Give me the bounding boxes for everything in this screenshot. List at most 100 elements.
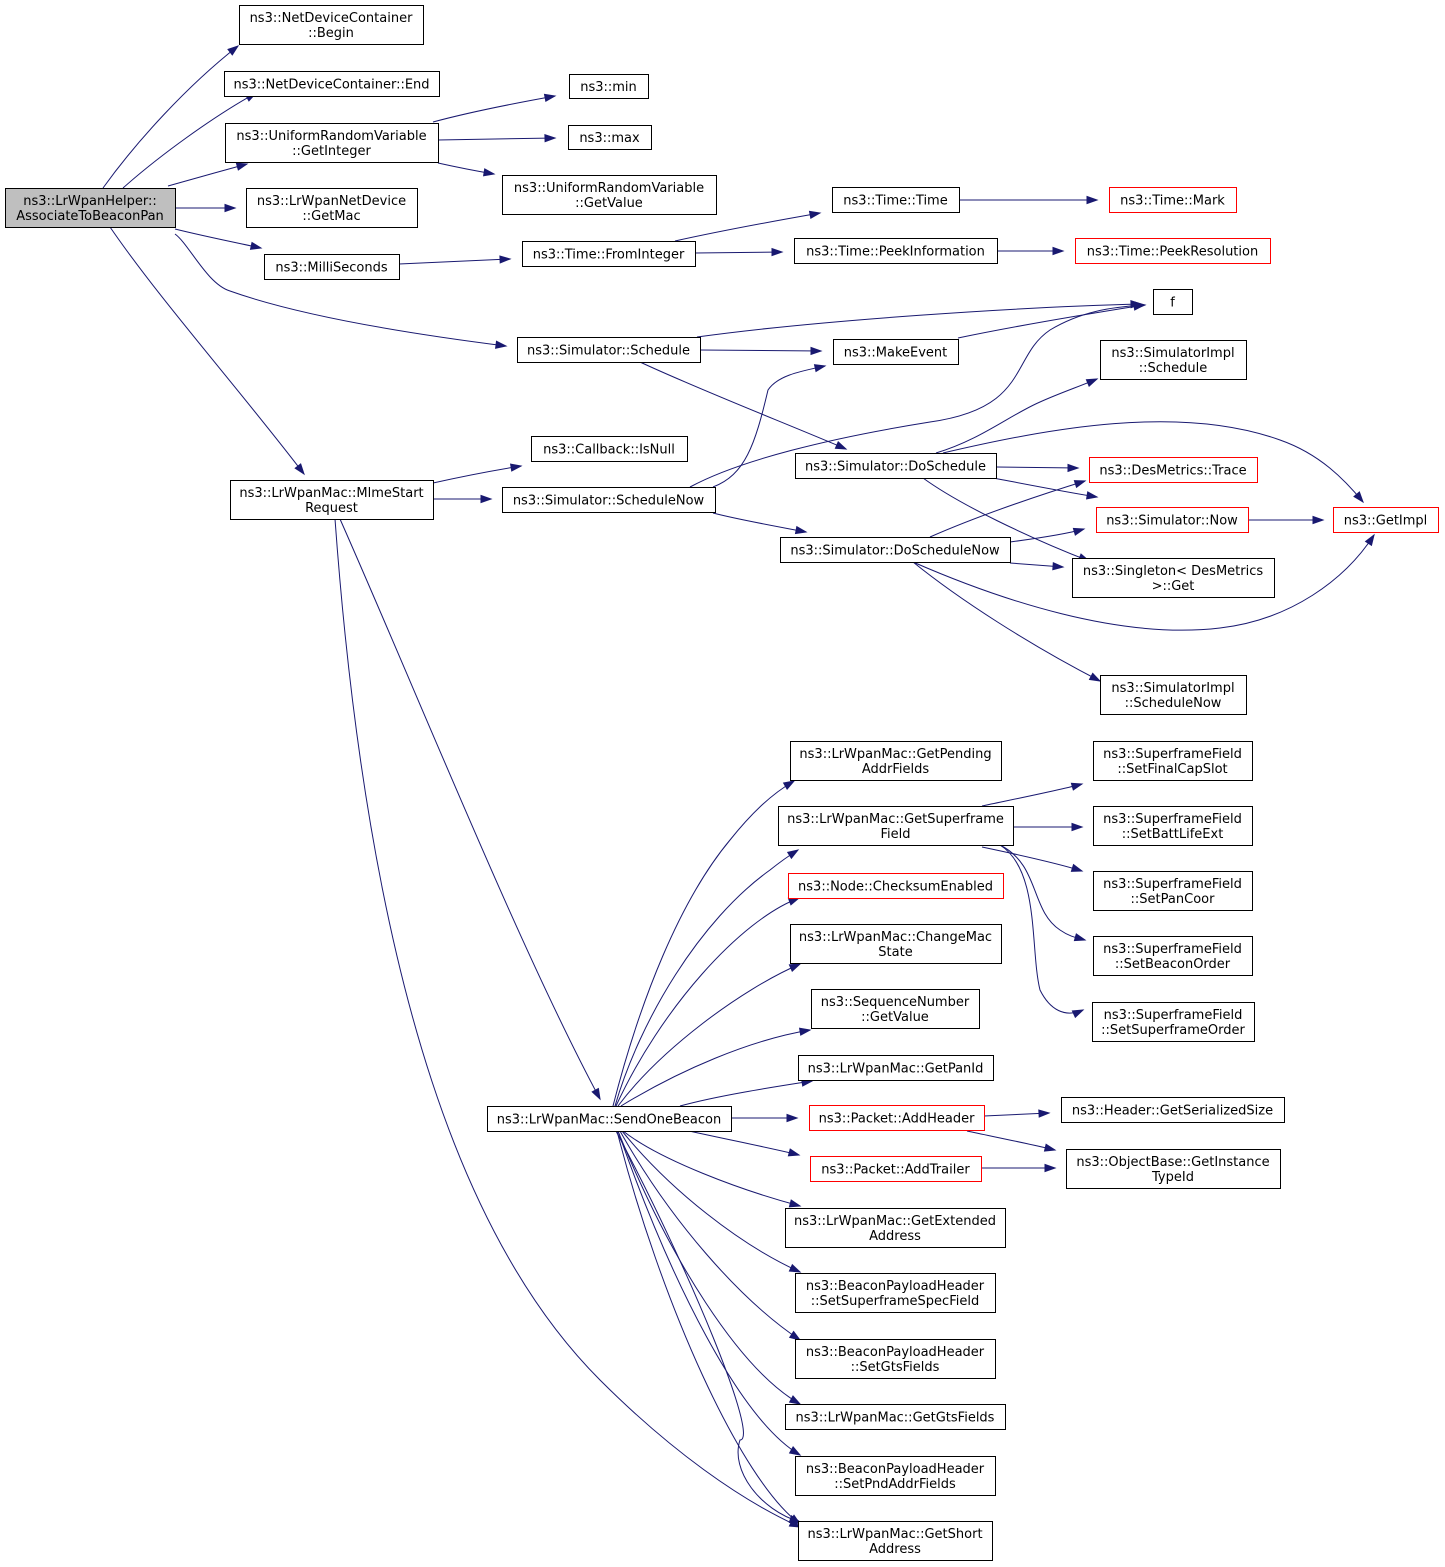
arrowhead-icon [782, 780, 796, 790]
node-min[interactable]: ns3::min [569, 74, 649, 99]
call-edge [615, 897, 800, 1107]
arrowhead-icon [480, 494, 493, 504]
node-packet-addheader[interactable]: ns3::Packet::AddHeader [809, 1105, 985, 1131]
arrowhead-icon [1085, 491, 1099, 500]
node-label: ::SetBeaconOrder [1115, 957, 1231, 972]
call-edge [983, 1112, 1050, 1117]
node-label: ns3::BeaconPayloadHeader [806, 1345, 985, 1360]
arrowhead-icon [1070, 863, 1084, 872]
node-label: ns3::DesMetrics::Trace [1099, 464, 1246, 479]
node-sim-doschedule[interactable]: ns3::Simulator::DoSchedule [795, 453, 997, 479]
node-urv-getval[interactable]: ns3::UniformRandomVariable::GetValue [502, 175, 717, 215]
node-bph-setgts[interactable]: ns3::BeaconPayloadHeader::SetGtsFields [795, 1339, 996, 1379]
node-urv-getint[interactable]: ns3::UniformRandomVariable::GetInteger [225, 123, 439, 163]
node-sim-schedulenow[interactable]: ns3::Simulator::ScheduleNow [502, 487, 716, 513]
node-time-time[interactable]: ns3::Time::Time [832, 187, 960, 213]
node-sf-setbeaconorder[interactable]: ns3::SuperframeField::SetBeaconOrder [1093, 936, 1253, 976]
arrowhead-icon [1073, 933, 1087, 942]
node-mac-getgts[interactable]: ns3::LrWpanMac::GetGtsFields [785, 1404, 1006, 1430]
node-bph-setpnd[interactable]: ns3::BeaconPayloadHeader::SetPndAddrFiel… [795, 1456, 996, 1496]
node-label: ns3::Simulator::DoSchedule [805, 460, 986, 475]
node-label: ns3::Time::Time [843, 194, 947, 209]
node-singleton-get[interactable]: ns3::Singleton< DesMetrics >::Get [1072, 558, 1275, 598]
call-edge [174, 228, 262, 249]
node-header-getsize[interactable]: ns3::Header::GetSerializedSize [1061, 1097, 1285, 1123]
node-bph-setsuperframe[interactable]: ns3::BeaconPayloadHeader::SetSuperframeS… [795, 1273, 996, 1313]
node-packet-addtrailer[interactable]: ns3::Packet::AddTrailer [810, 1156, 982, 1182]
node-label: ns3::Simulator::Schedule [527, 344, 690, 359]
node-root[interactable]: ns3::LrWpanHelper::AssociateToBeaconPan [5, 188, 176, 228]
node-sf-setbattlife[interactable]: ns3::SuperframeField::SetBattLifeExt [1093, 806, 1253, 846]
node-sf-setsuperframeorder[interactable]: ns3::SuperframeField::SetSuperframeOrder [1092, 1002, 1255, 1042]
node-box [1096, 507, 1249, 533]
call-edge [957, 304, 1145, 339]
node-simimpl-schedule[interactable]: ns3::SimulatorImpl::Schedule [1100, 340, 1247, 380]
node-mac-getpanid[interactable]: ns3::LrWpanMac::GetPanId [798, 1055, 994, 1081]
node-makeevent[interactable]: ns3::MakeEvent [833, 339, 959, 365]
node-box [502, 175, 717, 215]
node-label: ns3::SuperframeField [1104, 1008, 1243, 1023]
call-edge [999, 844, 1084, 1014]
node-box [810, 1156, 982, 1182]
arrowhead-icon [1071, 1009, 1085, 1019]
node-label: ns3::BeaconPayloadHeader [806, 1279, 985, 1294]
node-label: ns3::min [580, 80, 637, 95]
node-box [785, 1404, 1006, 1430]
node-mac-sendbeacon[interactable]: ns3::LrWpanMac::SendOneBeacon [487, 1106, 732, 1132]
call-edge [912, 534, 1375, 631]
node-callback-isnull[interactable]: ns3::Callback::IsNull [531, 436, 688, 462]
node-sf-setfinalcap[interactable]: ns3::SuperframeField::SetFinalCapSlot [1093, 741, 1253, 781]
node-time-peekinfo[interactable]: ns3::Time::PeekInformation [794, 238, 998, 264]
node-ndc-begin[interactable]: ns3::NetDeviceContainer::Begin [239, 5, 424, 45]
arrowhead-icon [808, 210, 822, 219]
call-edge [688, 1130, 800, 1156]
node-sf-setpancoor[interactable]: ns3::SuperframeField::SetPanCoor [1093, 871, 1253, 911]
node-time-peekres[interactable]: ns3::Time::PeekResolution [1075, 238, 1271, 264]
node-label: ns3::NetDeviceContainer [250, 11, 414, 26]
arrowhead-icon [495, 340, 508, 349]
arrowhead-icon [1088, 672, 1102, 682]
node-seqnum-getvalue[interactable]: ns3::SequenceNumber::GetValue [811, 989, 980, 1029]
node-sim-doschedulenow[interactable]: ns3::Simulator::DoScheduleNow [780, 537, 1011, 563]
node-simimpl-schedulenow[interactable]: ns3::SimulatorImpl::ScheduleNow [1100, 675, 1247, 715]
call-edge [694, 251, 783, 254]
node-box [795, 453, 997, 479]
node-box [1109, 187, 1237, 213]
node-time-mark[interactable]: ns3::Time::Mark [1109, 187, 1237, 213]
node-netdev-getmac[interactable]: ns3::LrWpanNetDevice::GetMac [246, 188, 418, 228]
call-edge [621, 1130, 801, 1273]
node-label: ns3::LrWpanMac::GetExtended [794, 1214, 996, 1229]
node-f[interactable]: f [1153, 289, 1193, 315]
arrowhead-icon [1086, 195, 1099, 205]
arrowhead-icon [1134, 301, 1147, 310]
node-sim-schedule[interactable]: ns3::Simulator::Schedule [517, 337, 701, 363]
call-edge [617, 1130, 801, 1456]
arrowhead-icon [771, 247, 784, 257]
node-node-checksum[interactable]: ns3::Node::ChecksumEnabled [788, 873, 1004, 899]
node-sim-now[interactable]: ns3::Simulator::Now [1096, 507, 1249, 533]
node-box [798, 1055, 994, 1081]
node-getimpl[interactable]: ns3::GetImpl [1333, 507, 1439, 533]
call-edge [617, 1130, 801, 1405]
node-box [1066, 1149, 1281, 1189]
call-edge [612, 780, 795, 1107]
node-ndc-end[interactable]: ns3::NetDeviceContainer::End [224, 71, 440, 97]
arrowhead-icon [786, 1113, 799, 1123]
node-max[interactable]: ns3::max [568, 125, 652, 150]
node-label: ns3::Callback::IsNull [543, 443, 675, 458]
node-desmetrics-trace[interactable]: ns3::DesMetrics::Trace [1089, 457, 1258, 483]
node-label: ns3::ObjectBase::GetInstance [1076, 1155, 1269, 1170]
call-edge [712, 365, 826, 488]
node-box [1100, 675, 1247, 715]
node-label: ns3::GetImpl [1344, 514, 1428, 529]
node-time-fromint[interactable]: ns3::Time::FromInteger [522, 241, 696, 267]
node-label: ns3::SuperframeField [1103, 812, 1242, 827]
node-milliseconds[interactable]: ns3::MilliSeconds [264, 254, 400, 280]
